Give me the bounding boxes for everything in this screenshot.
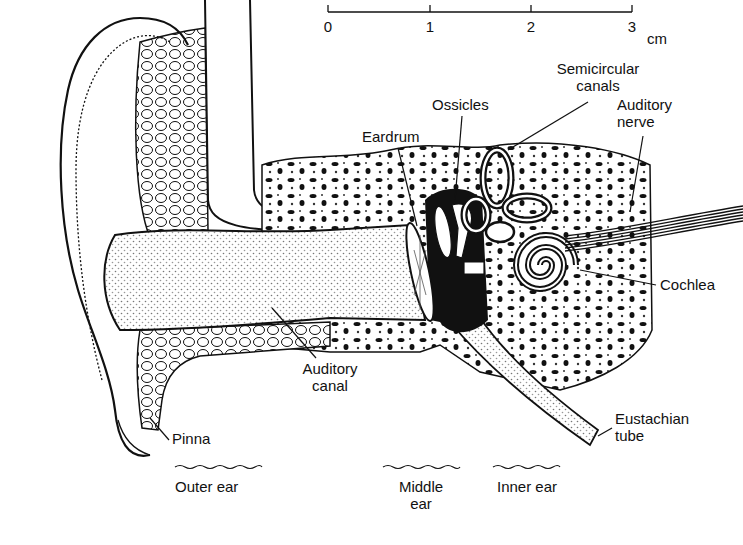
leader-line — [398, 148, 417, 226]
cochlea — [516, 235, 576, 289]
canal-loop — [464, 199, 488, 231]
leader-line — [508, 102, 588, 150]
region-label: Inner ear — [496, 478, 558, 495]
malleus — [432, 205, 455, 259]
region-underlines — [175, 466, 560, 469]
part-label: Eustachian tube — [615, 410, 711, 445]
scale-tick — [631, 5, 632, 12]
canal-loop — [505, 196, 549, 220]
region-label: Outer ear — [175, 478, 238, 495]
cartilage — [136, 28, 208, 238]
eustachian-tube — [450, 315, 598, 445]
auditory-canal — [104, 225, 425, 330]
scale-line — [328, 11, 632, 12]
canal-loop — [483, 150, 511, 206]
cochlea-duct — [516, 235, 576, 289]
auditory-nerve — [565, 206, 743, 251]
scale-tick — [530, 5, 531, 12]
unit-label: cm — [647, 30, 667, 47]
part-label: Eardrum — [362, 128, 420, 145]
part-label: Auditory nerve — [617, 96, 693, 131]
part-label: Auditory canal — [294, 360, 366, 395]
scale-number: 2 — [527, 18, 535, 35]
scale-tick — [429, 5, 430, 12]
leader-line — [598, 428, 612, 436]
semicircular-canals — [464, 150, 549, 242]
leader-line — [150, 418, 169, 440]
leader-line — [455, 116, 462, 200]
nerve-fibre — [565, 221, 743, 251]
leader-line — [580, 270, 656, 285]
region-label: Middle ear — [390, 478, 452, 513]
eardrum — [401, 221, 439, 323]
scale-number: 3 — [628, 18, 636, 35]
ear-lobe — [118, 420, 150, 455]
eardrum-fibres — [414, 235, 426, 310]
wavy-underline — [175, 466, 262, 469]
part-label: Ossicles — [432, 96, 489, 113]
scale-number: 0 — [324, 18, 332, 35]
vestibule — [486, 222, 514, 242]
part-label: Semicircular canals — [548, 60, 648, 95]
scale-tick — [327, 5, 328, 12]
wavy-underline — [493, 466, 560, 469]
stapes — [464, 262, 484, 274]
nerve-fibre — [565, 215, 743, 245]
scale-bar — [328, 5, 632, 12]
cartilage — [137, 322, 330, 430]
canal-loop — [505, 196, 549, 220]
nerve-fibre — [565, 218, 743, 248]
scale-number: 1 — [426, 18, 434, 35]
canal-loop — [464, 199, 488, 231]
part-label: Cochlea — [660, 276, 715, 293]
leader-lines — [150, 102, 656, 440]
leader-line — [272, 308, 316, 358]
canal-loop — [483, 150, 511, 206]
leader-line — [630, 136, 643, 212]
wavy-underline — [383, 466, 460, 469]
part-label: Pinna — [172, 430, 210, 447]
